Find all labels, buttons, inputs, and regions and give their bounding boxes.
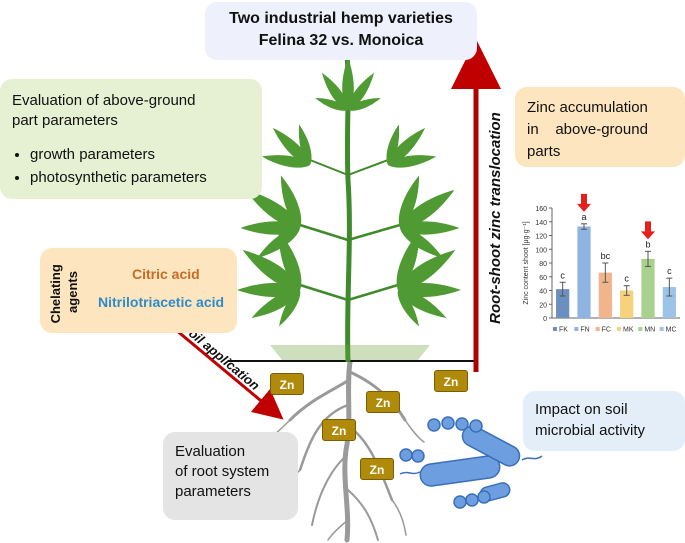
y-tick-label-3: 60 — [539, 275, 547, 282]
root-evaluation-box: Evaluation of root system parameters — [163, 432, 298, 520]
y-tick-label-8: 160 — [535, 206, 547, 213]
legend-swatch-MK — [617, 327, 621, 331]
above-ground-heading: Evaluation of above-ground part paramete… — [12, 91, 252, 131]
soil-line-1: Impact on soil — [535, 401, 628, 418]
above-ground-heading-line-1: Evaluation of above-ground — [12, 92, 196, 109]
highlight-arrow-MN — [641, 221, 655, 240]
bar-MN — [641, 258, 655, 318]
zn-marker-5: Zn — [360, 458, 394, 480]
y-tick-label-0: 0 — [543, 316, 547, 323]
svg-text:Chelating agents: Chelating agents — [48, 261, 80, 324]
significance-letter-FN: a — [581, 212, 586, 222]
significance-letter-MK: c — [624, 274, 629, 284]
root-system — [261, 359, 425, 543]
legend-swatch-MN — [638, 327, 643, 331]
chelating-word-2: agents — [65, 271, 80, 313]
significance-letter-MN: b — [645, 239, 650, 249]
legend-swatch-FN — [574, 327, 579, 331]
bar-FC — [598, 272, 612, 318]
y-tick-label-1: 20 — [539, 302, 547, 309]
category-label-FC: FC — [602, 327, 611, 334]
title-box: Two industrial hemp varieties Felina 32 … — [205, 2, 477, 60]
root-line-3: parameters — [175, 483, 251, 500]
bullet-photosynthetic: photosynthetic parameters — [30, 168, 252, 188]
bullet-growth: growth parameters — [30, 145, 252, 165]
significance-letter-FK: c — [560, 270, 565, 280]
nitrilotriacetic-acid-label: Nitrilotriacetic acid — [98, 294, 225, 310]
above-ground-evaluation-box: Evaluation of above-ground part paramete… — [0, 79, 262, 199]
significance-letter-FC: bc — [601, 251, 611, 261]
zinc-line-1: Zinc accumulation — [527, 99, 648, 116]
citric-acid-label: Citric acid — [132, 266, 200, 282]
y-axis-label: Zinc content shoot [μg·g⁻¹] — [523, 221, 530, 304]
above-ground-heading-line-2: part parameters — [12, 112, 118, 129]
soil-application-arrow — [175, 328, 284, 420]
soil-microbes — [399, 416, 521, 509]
zinc-line-2: in above-ground — [527, 121, 648, 138]
above-ground-bullets: growth parameters photosynthetic paramet… — [12, 145, 252, 188]
y-tick-label-6: 120 — [535, 234, 547, 241]
chelating-word-1: Chelating — [48, 264, 63, 323]
translocation-label: Root-shoot zinc translocation — [487, 112, 504, 324]
legend-swatch-MC — [659, 327, 664, 331]
title-line-1: Two industrial hemp varieties — [229, 10, 453, 27]
category-label-MC: MC — [666, 327, 677, 334]
y-tick-label-4: 80 — [539, 261, 547, 268]
bar-MK — [620, 290, 634, 318]
y-tick-label-7: 140 — [535, 220, 547, 227]
highlight-arrow-FN — [577, 193, 591, 212]
legend-swatch-FK — [553, 327, 557, 331]
bar-FK — [556, 289, 570, 318]
category-label-MK: MK — [623, 327, 634, 334]
zn-marker-1: Zn — [270, 373, 304, 395]
microbe-flagella — [399, 455, 543, 475]
significance-letter-MC: c — [667, 266, 672, 276]
root-line-1: Evaluation — [175, 443, 246, 460]
chelating-agents-box: Chelating agents Citric acid Nitrilotria… — [40, 248, 237, 333]
category-label-FN: FN — [580, 327, 589, 334]
zinc-line-3: parts — [527, 143, 561, 160]
bar-MC — [662, 287, 676, 318]
zinc-accumulation-box: Zinc accumulation in above-ground parts — [515, 87, 685, 167]
chelating-agents-label: Chelating agents — [48, 261, 80, 324]
root-line-2: of root system — [175, 463, 270, 480]
soil-line-2: microbial activity — [535, 422, 646, 439]
legend-swatch-FC — [595, 327, 600, 331]
zn-marker-2: Zn — [434, 370, 468, 392]
y-tick-label-2: 40 — [539, 289, 547, 296]
category-label-MN: MN — [644, 327, 655, 334]
zn-marker-4: Zn — [322, 419, 356, 441]
zn-marker-3: Zn — [366, 391, 400, 413]
soil-microbial-box: Impact on soil microbial activity — [523, 391, 685, 451]
bar-FN — [577, 226, 591, 318]
title-line-2: Felina 32 vs. Monoica — [258, 32, 424, 49]
category-label-FK: FK — [559, 327, 568, 334]
y-tick-label-5: 100 — [535, 247, 547, 254]
hemp-plant — [237, 54, 461, 363]
